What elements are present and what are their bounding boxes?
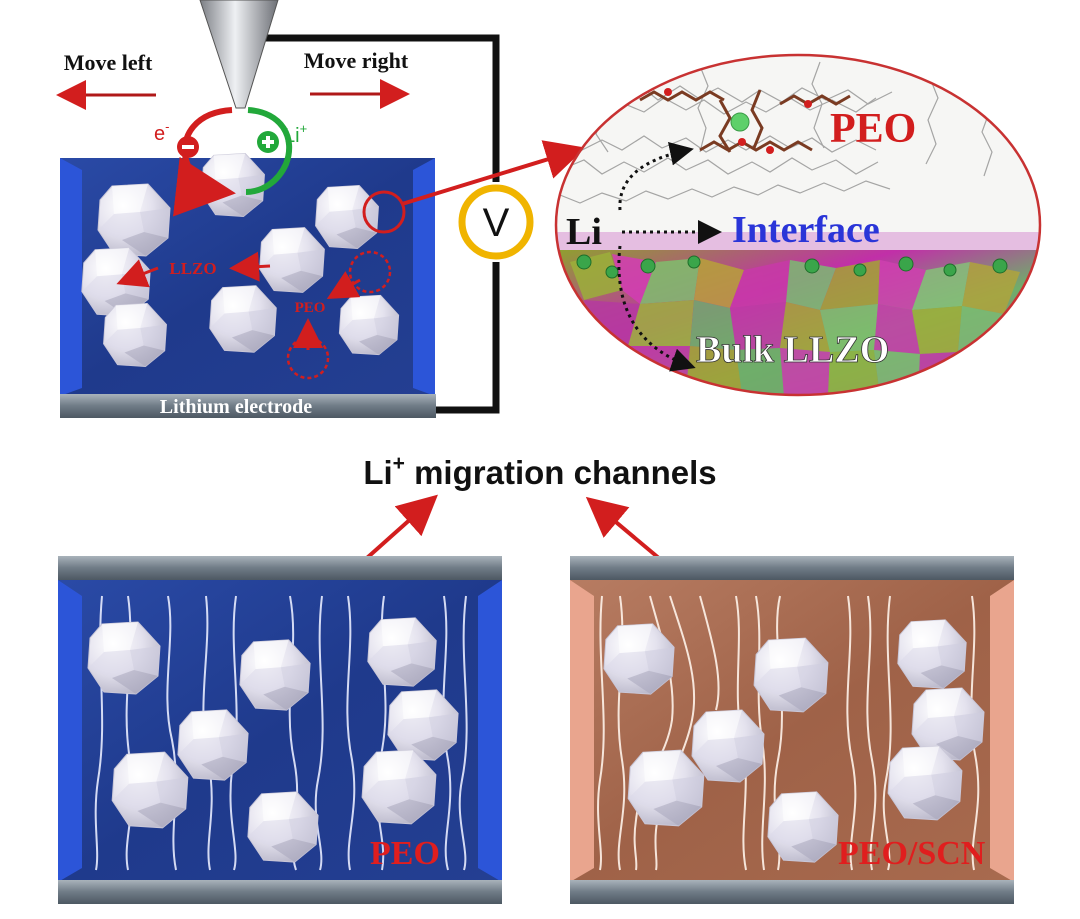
lithium-arc	[245, 107, 293, 195]
peo-left-frame	[58, 580, 82, 882]
scn-right-frame	[990, 580, 1014, 882]
top-electrode	[570, 556, 1014, 580]
top-electrode	[58, 556, 502, 580]
peo-region-marker	[348, 250, 392, 294]
circuit-wire	[262, 34, 500, 182]
lithium-ion-label: Li+	[284, 121, 307, 147]
cell-left-frame	[60, 158, 82, 396]
llzo-label: LLZO	[169, 259, 216, 278]
move-left-label: Move left	[64, 50, 153, 75]
inset-interface-label: Interface	[732, 209, 880, 251]
peo-label: PEO	[295, 300, 326, 316]
interface-lithium-atoms	[576, 254, 1008, 279]
llzo-arrow-left	[116, 259, 159, 288]
molecule-oxygen	[664, 88, 672, 96]
llzo-arrow-right	[229, 251, 271, 282]
zoom-source-circle	[362, 190, 406, 234]
probe-tip	[199, 0, 279, 109]
bottom-left-panel: PEO	[58, 556, 502, 904]
lithium-electrode	[60, 394, 436, 418]
inset-peo-label: PEO	[830, 106, 916, 152]
peo-right-frame	[478, 580, 502, 882]
bottom-right-panel: PEO/SCN	[570, 556, 1014, 904]
peo-arrow-up	[326, 271, 361, 299]
minus-bar	[182, 145, 194, 149]
bottom-electrode	[570, 880, 1014, 904]
zoom-inset: PEO Li Interface Bulk LLZO	[554, 53, 1042, 397]
migration-channels-title: Li+ migration channels	[363, 452, 716, 491]
plus-bar-v	[266, 136, 270, 148]
voltmeter-ring	[458, 184, 534, 260]
inset-li-label: Li	[566, 211, 602, 253]
peo-panel-label: PEO	[370, 835, 440, 872]
scn-left-frame	[570, 580, 594, 882]
electron-arc	[172, 107, 236, 217]
molecule-oxygen	[766, 146, 774, 154]
electrode-label: Lithium electrode	[160, 396, 313, 418]
li-path-up	[618, 141, 694, 211]
inset-bulk-llzo-label: Bulk LLZO	[696, 329, 889, 371]
peo-scn-panel-label: PEO/SCN	[838, 835, 986, 872]
lithium-atom	[730, 112, 750, 132]
peo-molecule	[639, 89, 851, 153]
electron-label: e-	[154, 119, 169, 145]
move-right-label: Move right	[304, 48, 409, 73]
molecule-oxygen	[804, 100, 812, 108]
circuit-wire-lower	[420, 262, 500, 414]
zoom-arrow	[401, 140, 586, 206]
cell-right-frame	[413, 158, 435, 396]
top-left-panel: Lithium electrode LLZO PEO Move left Mov…	[56, 0, 586, 418]
molecule-oxygen	[738, 138, 746, 146]
inset-border	[554, 53, 1042, 397]
voltmeter-label: V	[483, 201, 510, 245]
bottom-electrode	[58, 880, 502, 904]
